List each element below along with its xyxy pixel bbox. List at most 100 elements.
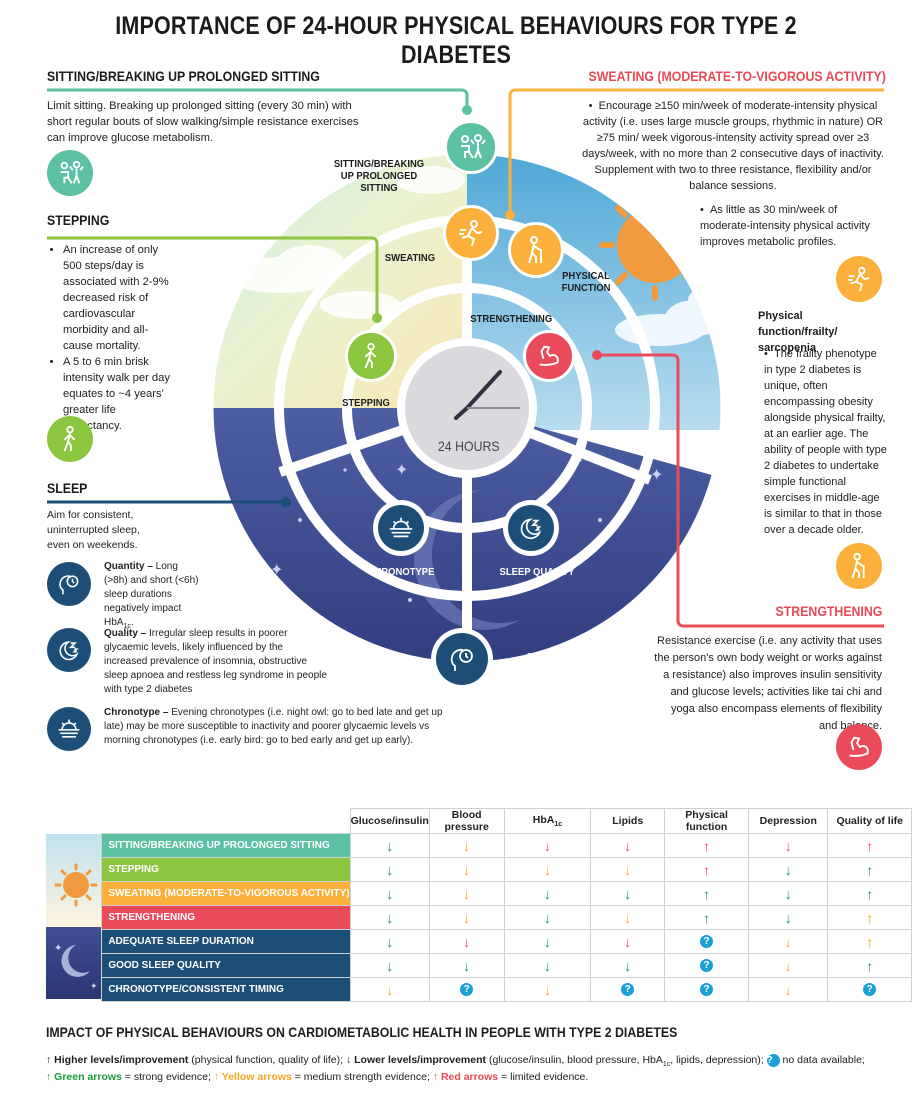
col-header: Quality of life	[827, 808, 912, 834]
hba-sub: 1c	[123, 623, 131, 630]
svg-text:✦: ✦	[650, 467, 663, 484]
table-cell: ?	[664, 953, 750, 978]
wheel-label-strengthening: STRENGTHENING	[470, 313, 553, 325]
col-header: Glucose/insulin	[349, 808, 430, 834]
table-cell: ?	[428, 977, 505, 1002]
sleep-quantity-text: Quantity – Long (>8h) and short (<6h) sl…	[104, 560, 200, 634]
arrow-down-icon: ↓	[543, 957, 551, 974]
row-label: CHRONOTYPE/CONSISTENT TIMING	[101, 977, 351, 1002]
hba-sub: 1c	[662, 1061, 671, 1069]
sweating-heading: SWEATING (MODERATE-TO-VIGOROUS ACTIVITY)	[588, 68, 886, 84]
impact-table: Glucose/insulin Blood pressure HbA1c Lip…	[46, 808, 912, 1002]
table-cell: ↓	[748, 833, 829, 858]
moon-zzz-icon	[503, 500, 559, 556]
arrow-up-icon: ↑	[866, 885, 874, 902]
sweating-bullet-text: As little as 30 min/week of moderate-int…	[700, 204, 870, 248]
arrow-down-icon: ↓	[386, 981, 394, 998]
legend-red-text: = limited evidence.	[498, 1071, 589, 1083]
wheel-label-stepping: STEPPING	[342, 397, 390, 409]
arrow-down-icon: ↓	[463, 861, 471, 878]
arrow-up-icon: ↑	[703, 909, 711, 926]
legend-yellow-text: = medium strength evidence;	[291, 1071, 433, 1083]
table-cell: ↓	[349, 905, 430, 930]
table-row: ADEQUATE SLEEP DURATION↓↓↓↓?↓↑	[46, 929, 912, 954]
flexed-arm-icon	[523, 330, 575, 382]
legend-lower: Lower levels/improvement	[354, 1054, 487, 1066]
arrow-down-icon: ↓	[463, 909, 471, 926]
sunrise-icon	[47, 707, 91, 751]
wheel-label-sweating: SWEATING	[384, 252, 436, 264]
running-icon	[443, 205, 499, 261]
running-icon	[836, 256, 882, 302]
walking-icon	[47, 416, 93, 462]
chronotype-body: Evening chronotypes (i.e. night owl: go …	[104, 707, 443, 746]
table-cell: ↓	[503, 929, 592, 954]
sitting-standing-icon	[47, 150, 93, 196]
stepping-bullet: An increase of only 500 steps/day is ass…	[63, 242, 175, 354]
legend-green-text: = strong evidence;	[121, 1071, 214, 1083]
wheel-label-sleep-quality: SLEEP QUALITY	[499, 566, 575, 578]
behaviour-wheel: ✦✦ ✦✦	[210, 151, 724, 665]
sun-icon	[54, 863, 98, 907]
head-clock-icon	[431, 628, 493, 690]
arrow-down-icon: ↓	[784, 981, 792, 998]
arrow-up-icon: ↑	[866, 861, 874, 878]
arrow-down-icon: ↓	[543, 909, 551, 926]
table-cell: ↓	[748, 881, 829, 906]
arrow-down-icon: ↓	[543, 885, 551, 902]
hba-sub: 1c	[554, 821, 563, 829]
no-data-icon: ?	[621, 983, 635, 996]
no-data-icon: ?	[460, 983, 474, 996]
table-cell: ↓	[428, 857, 505, 882]
table-night-panel: ✦✦	[46, 927, 106, 999]
sleep-quality-body: Irregular sleep results in poorer glycae…	[104, 628, 327, 695]
sleep-quantity-label: Quantity –	[104, 561, 153, 572]
svg-text:✦: ✦	[395, 462, 408, 479]
table-cell: ↓	[503, 953, 592, 978]
legend-line-1: ↑ Higher levels/improvement (physical fu…	[46, 1054, 865, 1069]
col-header-text: HbA	[532, 813, 555, 826]
table-cell: ↓	[349, 953, 430, 978]
arrow-down-icon: ↓	[463, 885, 471, 902]
arrow-down-icon: ↓	[386, 837, 394, 854]
physical-function-text: The frailty phenotype in type 2 diabetes…	[764, 348, 887, 536]
arrow-down-icon: ↓	[386, 885, 394, 902]
table-cell: ?	[664, 929, 750, 954]
table-cell: ↓	[428, 953, 505, 978]
table-cell: ↓	[428, 833, 505, 858]
wheel-label-physical-function: PHYSICAL FUNCTION	[561, 270, 611, 294]
wheel-label-chronotype: CHRONOTYPE	[367, 566, 435, 578]
arrow-up-icon: ↑	[866, 957, 874, 974]
table-cell: ↓	[503, 977, 592, 1002]
legend-line-2: ↑ Green arrows = strong evidence; ↑ Yell…	[46, 1071, 589, 1083]
table-cell: ↓	[503, 833, 592, 858]
sunrise-icon	[373, 500, 429, 556]
arrow-up-icon: ↑	[703, 885, 711, 902]
table-cell: ↑	[664, 857, 750, 882]
arrow-down-icon: ↓	[386, 957, 394, 974]
sleep-quantity-tail: .	[130, 617, 134, 628]
sweating-bullet: • As little as 30 min/week of moderate-i…	[700, 204, 870, 248]
table-cell: ↓	[748, 857, 829, 882]
moon-zzz-icon	[47, 628, 91, 672]
sitting-standing-icon	[444, 120, 498, 174]
sleep-quality-text: Quality – Irregular sleep results in poo…	[104, 627, 329, 697]
chronotype-label: Chronotype –	[104, 707, 169, 718]
table-cell: ?	[827, 977, 912, 1002]
arrow-up-icon: ↑	[866, 909, 874, 926]
row-label: STRENGTHENING	[101, 905, 351, 930]
arrow-up-icon: ↑	[703, 837, 711, 854]
arrow-down-icon: ↓	[463, 837, 471, 854]
legend-green: Green arrows	[54, 1071, 122, 1083]
table-cell: ↓	[428, 905, 505, 930]
physical-function-heading: Physical function/frailty/ sarcopenia	[758, 310, 838, 354]
arrow-down-icon: ↓	[386, 861, 394, 878]
table-cell: ↑	[827, 953, 912, 978]
table-cell: ↓	[349, 977, 430, 1002]
arrow-up-icon: ↑	[866, 837, 874, 854]
arrow-down-icon: ↓	[784, 957, 792, 974]
col-header: Physical function	[664, 808, 750, 834]
table-cell: ↓	[590, 857, 666, 882]
arrow-up-icon: ↑	[866, 933, 874, 950]
sitting-heading: SITTING/BREAKING UP PROLONGED SITTING	[47, 68, 320, 84]
